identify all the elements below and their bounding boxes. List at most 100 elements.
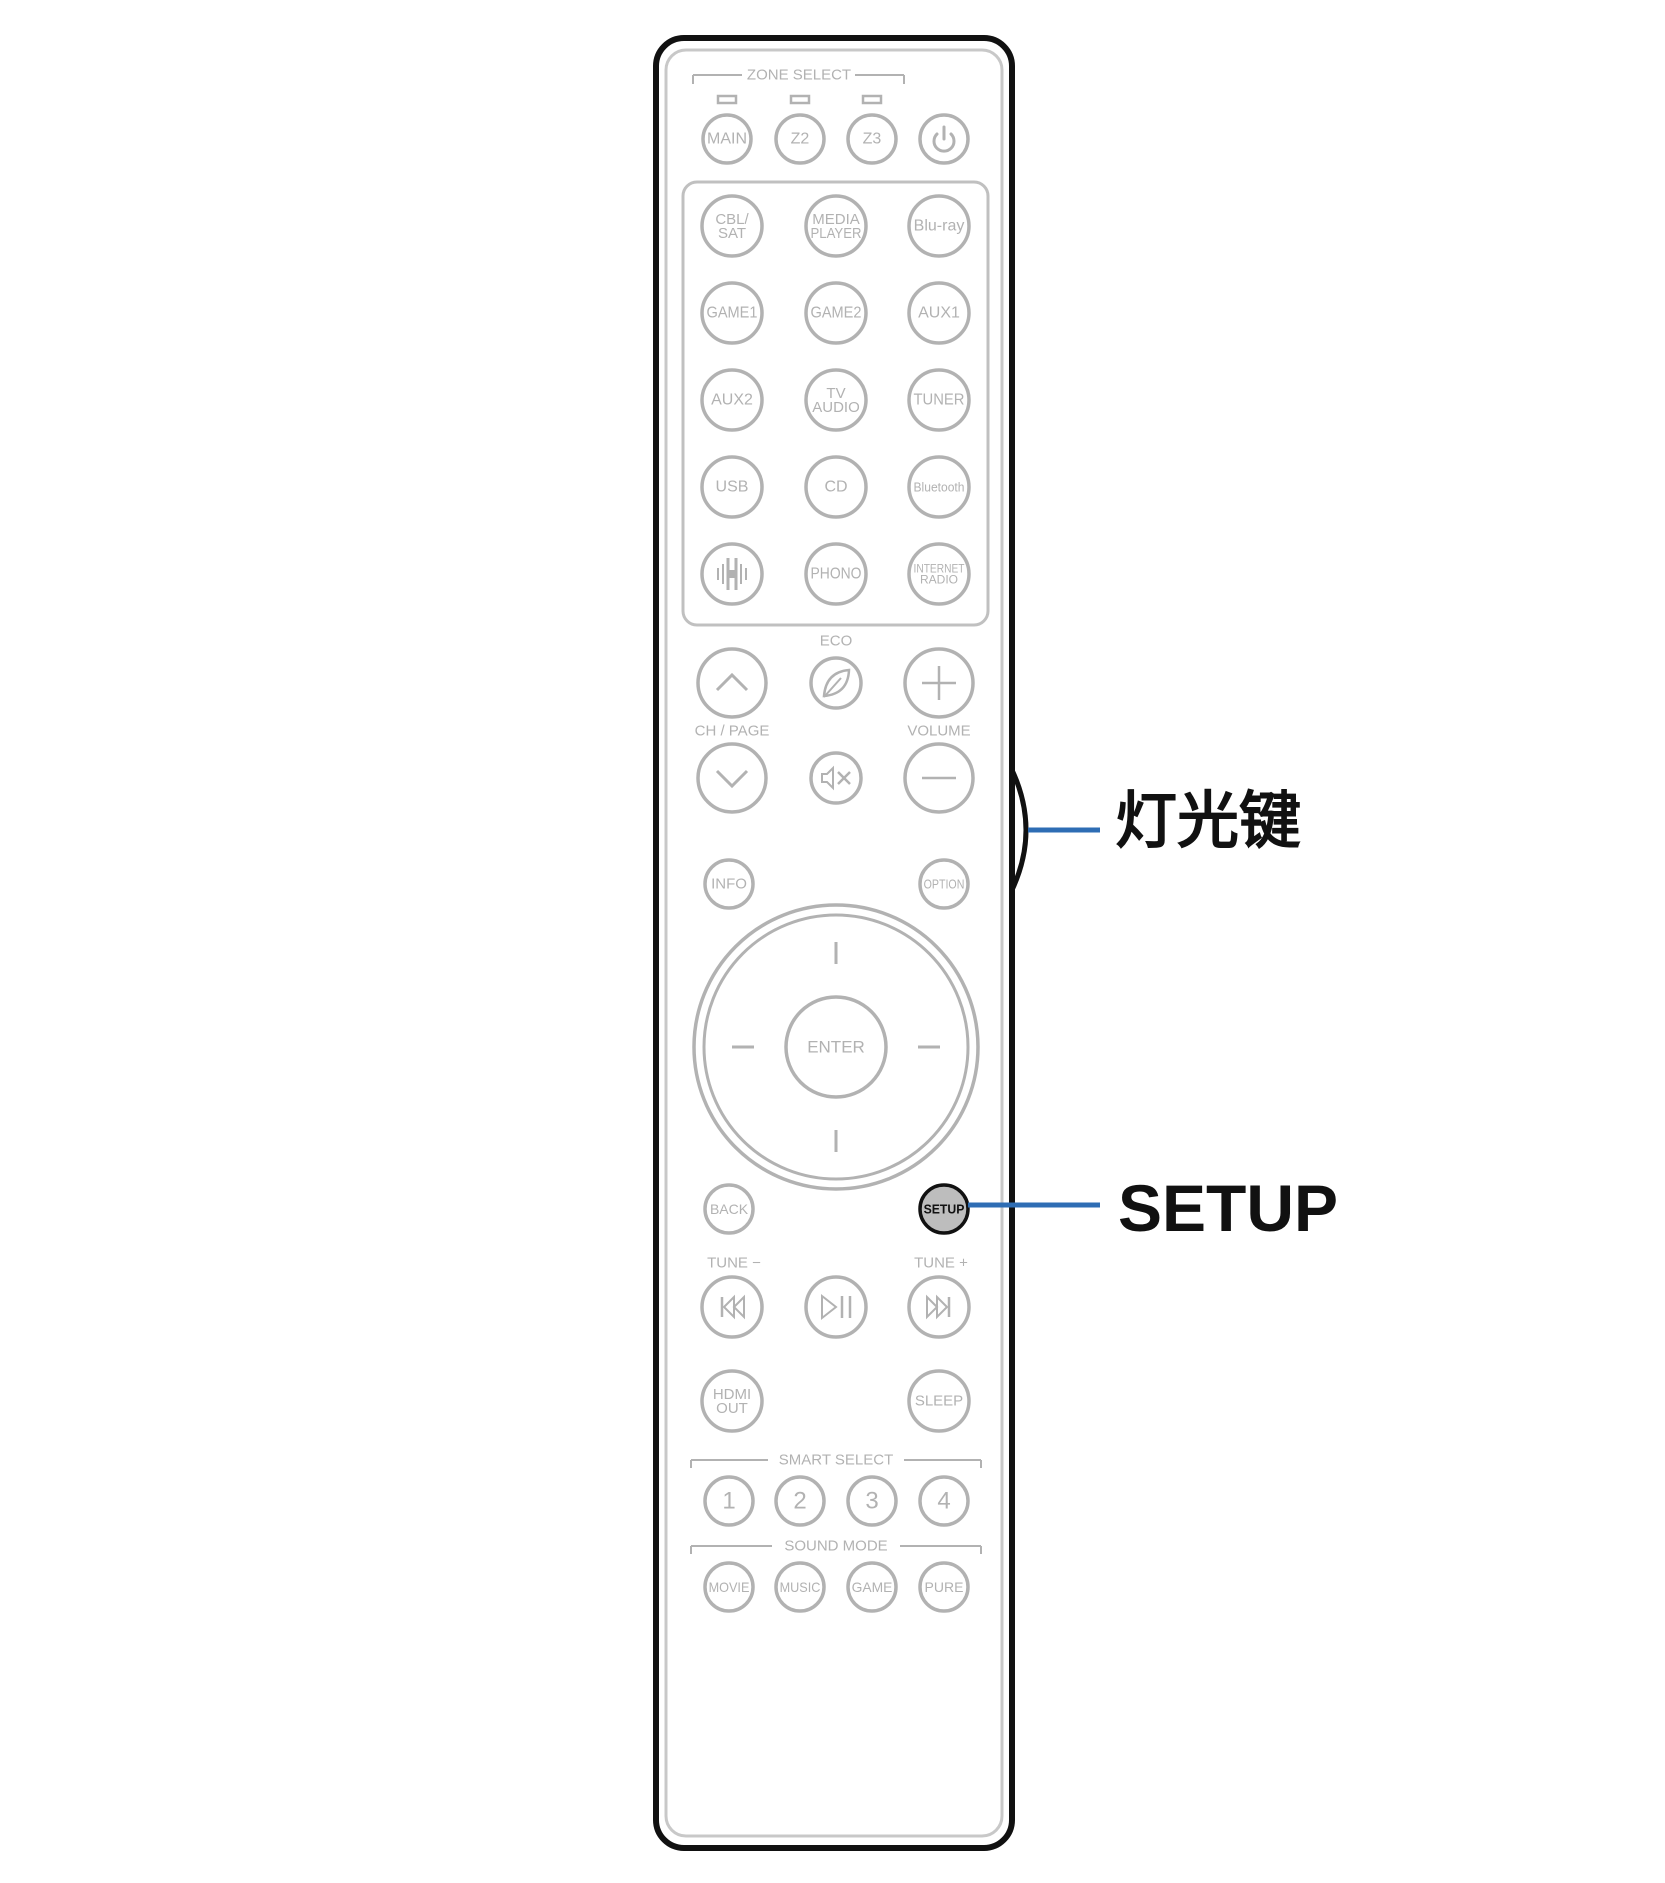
smart-select-button-2[interactable]: 2 xyxy=(774,1475,826,1527)
heos-icon xyxy=(717,558,747,590)
play-pause-button[interactable] xyxy=(804,1275,868,1339)
source-button-cd-ring xyxy=(804,455,868,519)
smart-select-button-3[interactable]: 3 xyxy=(846,1475,898,1527)
previous-button[interactable] xyxy=(700,1275,764,1339)
source-button-aux2-label: AUX2 xyxy=(711,392,753,409)
sound-mode-button-pure[interactable]: PURE xyxy=(918,1561,970,1613)
source-button-aux2[interactable]: AUX2 xyxy=(700,368,764,432)
source-button-tv-audio-ring xyxy=(804,368,868,432)
zone-select-label: ZONE SELECT xyxy=(747,67,851,84)
source-button-bluetooth-label: Bluetooth xyxy=(914,480,965,495)
ch-page-label: CH / PAGE xyxy=(695,723,770,740)
sound-mode-button-movie[interactable]: MOVIE xyxy=(703,1561,755,1613)
smart-select-button-4[interactable]: 4 xyxy=(918,1475,970,1527)
direction-pad-inner-ring xyxy=(702,913,970,1181)
power-icon xyxy=(932,125,956,153)
skip-back-icon xyxy=(720,1294,745,1320)
zone-button-z3[interactable]: Z3 xyxy=(846,113,898,165)
channel-down-button[interactable] xyxy=(696,742,768,814)
source-button-cd[interactable]: CD xyxy=(804,455,868,519)
info-button-label: INFO xyxy=(711,876,747,893)
source-button-blu-ray[interactable]: Blu-ray xyxy=(907,194,971,258)
zone-indicator-z3 xyxy=(861,94,883,105)
source-button-aux1-label: AUX1 xyxy=(918,305,960,322)
next-button[interactable] xyxy=(907,1275,971,1339)
smart-select-button-1[interactable]: 1 xyxy=(703,1475,755,1527)
source-button-game1-ring xyxy=(700,281,764,345)
setup-button[interactable]: SETUP xyxy=(918,1183,970,1235)
info-button-ring xyxy=(703,858,755,910)
heos-button[interactable] xyxy=(700,542,764,606)
sound-mode-button-pure-ring xyxy=(918,1561,970,1613)
sound-mode-button-game[interactable]: GAME xyxy=(846,1561,898,1613)
setup-button-ring xyxy=(918,1183,970,1235)
chevron-up-icon xyxy=(715,672,749,692)
source-button-tuner-ring xyxy=(907,368,971,432)
sleep-button[interactable]: SLEEP xyxy=(907,1369,971,1433)
zone-button-main[interactable]: MAIN xyxy=(701,113,753,165)
source-button-media-player-ring xyxy=(804,194,868,258)
source-block xyxy=(681,180,990,627)
light-key-callout-label: 灯光键 xyxy=(1115,784,1302,857)
source-button-blu-ray-label: Blu-ray xyxy=(914,218,965,235)
source-button-usb[interactable]: USB xyxy=(700,455,764,519)
enter-button-ring xyxy=(784,995,888,1099)
info-button[interactable]: INFO xyxy=(703,858,755,910)
mute-icon xyxy=(821,765,851,791)
channel-up-button[interactable] xyxy=(696,647,768,719)
source-button-cbl-sat[interactable]: CBL/SAT xyxy=(700,194,764,258)
smart-select-label: SMART SELECT xyxy=(779,1452,893,1469)
source-button-game1[interactable]: GAME1 xyxy=(700,281,764,345)
source-button-bluetooth-ring xyxy=(907,455,971,519)
smart-select-button-2-label: 2 xyxy=(793,1488,806,1515)
volume-up-button[interactable] xyxy=(903,647,975,719)
smart-select-button-2-ring xyxy=(774,1475,826,1527)
setup-button-label: SETUP xyxy=(924,1202,965,1217)
source-button-phono-label: PHONO xyxy=(811,566,862,583)
sleep-button-ring xyxy=(907,1369,971,1433)
sound-mode-button-game-label: GAME xyxy=(852,1579,893,1595)
back-button[interactable]: BACK xyxy=(703,1183,755,1235)
back-button-label: BACK xyxy=(710,1201,749,1217)
source-button-tuner-label: TUNER xyxy=(914,392,965,409)
channel-up-button-ring xyxy=(696,647,768,719)
sound-mode-button-music[interactable]: MUSIC xyxy=(774,1561,826,1613)
zone-button-main-label: MAIN xyxy=(707,131,747,148)
zone-button-main-ring xyxy=(701,113,753,165)
volume-down-button[interactable] xyxy=(903,742,975,814)
smart-select-button-4-label: 4 xyxy=(937,1488,950,1515)
power-button[interactable] xyxy=(918,113,970,165)
channel-down-button-ring xyxy=(696,742,768,814)
smart-select-button-3-label: 3 xyxy=(865,1488,878,1515)
sound-mode-label: SOUND MODE xyxy=(784,1538,887,1555)
sound-mode-button-music-ring xyxy=(774,1561,826,1613)
sound-mode-button-music-label: MUSIC xyxy=(780,1579,821,1595)
option-button-ring xyxy=(918,858,970,910)
source-button-game2[interactable]: GAME2 xyxy=(804,281,868,345)
eco-label: ECO xyxy=(820,633,853,650)
source-button-aux2-ring xyxy=(700,368,764,432)
source-button-phono[interactable]: PHONO xyxy=(804,542,868,606)
mute-button[interactable] xyxy=(809,751,863,805)
previous-button-ring xyxy=(700,1275,764,1339)
enter-button[interactable]: ENTER xyxy=(784,995,888,1099)
zone-button-z2[interactable]: Z2 xyxy=(774,113,826,165)
zone-button-z3-ring xyxy=(846,113,898,165)
mute-button-ring xyxy=(809,751,863,805)
zone-indicator-main xyxy=(716,94,738,105)
light-key-bump xyxy=(1009,768,1029,892)
source-button-aux1[interactable]: AUX1 xyxy=(907,281,971,345)
option-button[interactable]: OPTION xyxy=(918,858,970,910)
eco-button[interactable] xyxy=(809,656,863,710)
next-button-ring xyxy=(907,1275,971,1339)
back-button-ring xyxy=(703,1183,755,1235)
hdmi-out-button-ring xyxy=(700,1369,764,1433)
source-button-bluetooth[interactable]: Bluetooth xyxy=(907,455,971,519)
source-button-tuner[interactable]: TUNER xyxy=(907,368,971,432)
